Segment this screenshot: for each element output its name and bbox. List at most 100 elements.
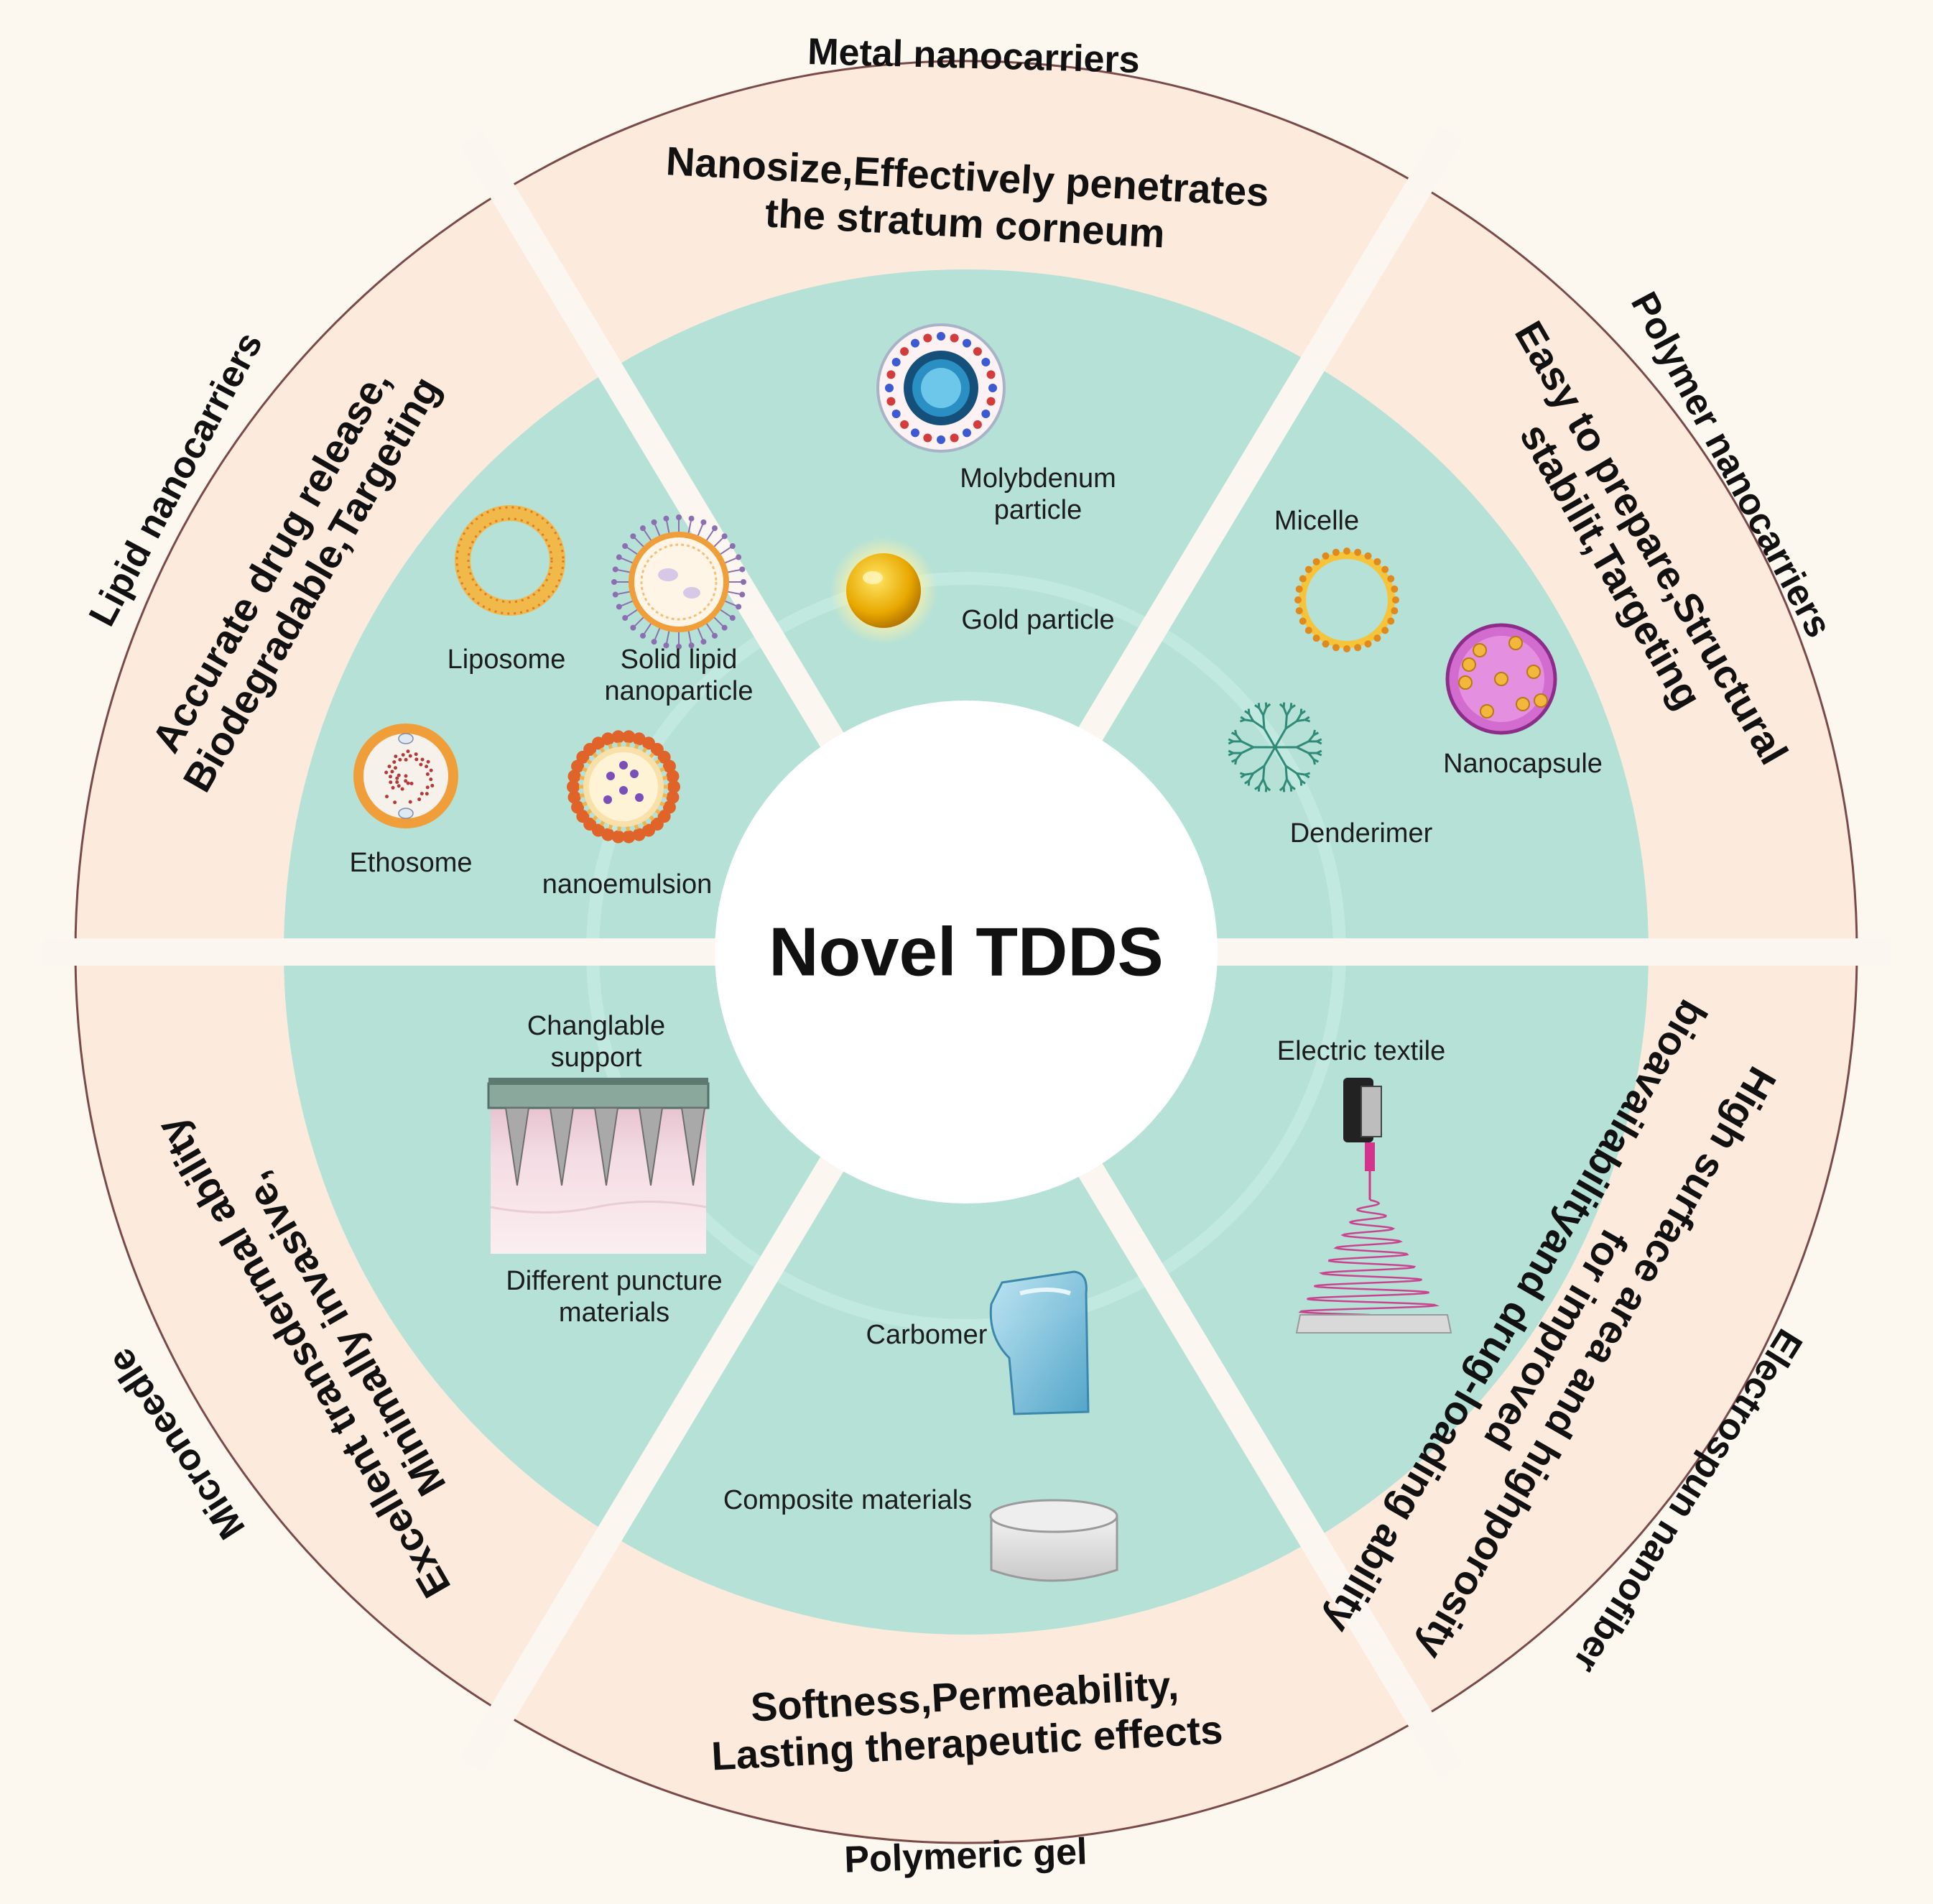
sector-title-gel: Polymeric gel [843, 1831, 1088, 1881]
nanoemulsion-head [622, 730, 636, 744]
nanoemulsion-head [567, 790, 581, 804]
sln-spike-head [630, 533, 636, 540]
nanocapsule-dot [1494, 672, 1508, 686]
micelle-dot [1381, 565, 1389, 573]
ethosome-dot [404, 779, 408, 783]
molybdenum-dot [937, 332, 945, 341]
molybdenum-particle-icon [876, 323, 1006, 453]
molybdenum-dot [981, 410, 991, 418]
item-label-changlable-1: Changlable [527, 1011, 665, 1041]
sln-spike-head [616, 554, 622, 560]
item-label-micelle: Micelle [1274, 506, 1359, 536]
micelle-icon [1294, 547, 1399, 652]
dendrimer-branch [1240, 716, 1246, 721]
molybdenum-dot [911, 338, 919, 348]
sln-spike-head [688, 642, 695, 649]
item-label-electric-textile: Electric textile [1277, 1036, 1445, 1066]
dendrimer-branch [1230, 758, 1237, 763]
sln-spike-head [651, 519, 657, 525]
ethosome-dot [404, 774, 408, 778]
dendrimer-branch [1316, 752, 1322, 757]
micelle-dot [1354, 644, 1362, 652]
sln-spike-head [700, 639, 707, 645]
dendrimer-branch [1299, 780, 1303, 786]
micelle-dot [1299, 617, 1307, 625]
ethosome-dot [429, 777, 433, 782]
dendrimer-branch [1279, 786, 1285, 792]
dendrimer-branch [1296, 713, 1302, 722]
dendrimer-branch [1244, 718, 1253, 723]
sln-spike-head [612, 566, 618, 573]
sln-spike-head [663, 642, 669, 649]
sln-spike-head [729, 615, 736, 621]
micelle-dot [1332, 548, 1340, 556]
ethosome-dot [408, 754, 412, 758]
micelle-dot [1304, 565, 1312, 573]
ethosome-dot [408, 800, 412, 804]
sln-spike-head [700, 519, 707, 525]
ethosome-dot [425, 772, 430, 776]
solid-lipid-nanoparticle-icon [611, 514, 746, 650]
sln-spike-head [741, 579, 746, 585]
nanoemulsion-drug [619, 786, 628, 795]
dendrimer-branch [1258, 707, 1264, 716]
composite-gel-icon [989, 1499, 1118, 1582]
item-label-sln-1: Solid lipid [621, 644, 738, 675]
sln-spike-head [688, 515, 695, 522]
dendrimer-branch [1247, 708, 1251, 714]
nanocapsule-dot [1462, 657, 1476, 672]
item-label-sln-2: nanoparticle [604, 676, 753, 706]
item-label-nanocapsule: Nanocapsule [1443, 749, 1603, 779]
nanoemulsion-drug [619, 761, 628, 770]
molybdenum-dot [973, 347, 982, 356]
nanoemulsion-drug [603, 795, 612, 804]
ethosome-dot [419, 792, 424, 796]
ethosome-dot [414, 757, 419, 762]
molybdenum-dot [937, 435, 945, 444]
ethosome-dot [414, 752, 418, 757]
item-label-liposome: Liposome [448, 644, 566, 675]
molybdenum-dot [886, 397, 896, 406]
ethosome-dot [419, 762, 423, 767]
dendrimer-branch [1290, 704, 1296, 709]
sln-spike-head [736, 604, 742, 610]
nanoemulsion-head [667, 780, 680, 793]
dendrimer-branch [1312, 759, 1316, 765]
nanoemulsion-icon [567, 730, 680, 844]
dendrimer-branch [1284, 765, 1288, 780]
ethosome-dot [430, 783, 435, 787]
dendrimer-branch [1248, 772, 1254, 782]
nanoemulsion-drug [630, 770, 639, 778]
ethosome-dot [425, 792, 429, 796]
nanoemulsion-head [662, 759, 676, 773]
gold-particle-icon [830, 537, 937, 644]
nanoemulsion-drug [606, 772, 615, 780]
dendrimer-branch [1297, 772, 1306, 776]
dendrimer-branch [1300, 710, 1306, 715]
dendrimer-branch [1285, 720, 1298, 730]
nanoemulsion-head [601, 732, 615, 746]
ethosome-dot [394, 766, 398, 770]
micelle-dot [1391, 607, 1399, 615]
center-title: Novel TDDS [769, 914, 1163, 991]
item-label-ethosome: Ethosome [349, 848, 472, 878]
dendrimer-branch [1282, 707, 1288, 716]
dendrimer-branch [1304, 718, 1311, 723]
dendrimer-branch [1296, 740, 1309, 749]
dendrimer-branch [1286, 707, 1292, 716]
item-label-dendrimer: Denderimer [1290, 818, 1433, 849]
molybdenum-dot [963, 338, 971, 348]
micelle-dot [1373, 634, 1381, 642]
ethosome-dot [385, 795, 389, 799]
nanoemulsion-head [632, 828, 646, 841]
dendrimer-branch [1296, 772, 1302, 782]
micelle-dot [1332, 644, 1340, 652]
micelle-dot [1295, 607, 1303, 615]
ethosome-dot [401, 753, 405, 757]
sln-spike-head [736, 554, 742, 560]
dendrimer-branch [1257, 703, 1261, 708]
micelle-dot [1343, 645, 1350, 652]
ethosome-dot [384, 770, 389, 775]
nanocapsule-dot [1508, 636, 1523, 650]
